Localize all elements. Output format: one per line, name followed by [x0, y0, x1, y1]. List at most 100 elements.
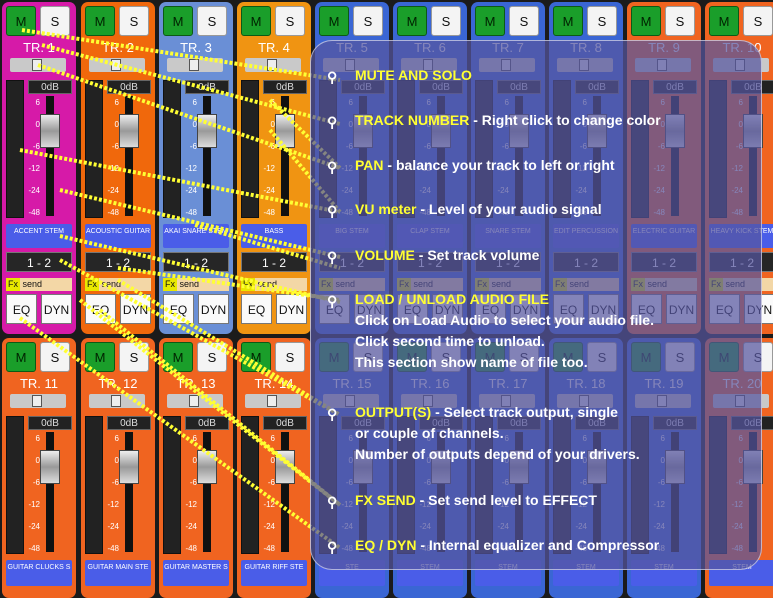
pan-slider[interactable] — [167, 394, 223, 408]
volume-fader[interactable] — [197, 450, 217, 484]
pan-knob[interactable] — [111, 395, 121, 407]
track-number[interactable]: TR. 1 — [23, 40, 55, 55]
scale-tick-label: -12 — [185, 500, 197, 509]
mute-button[interactable]: M — [241, 6, 271, 36]
pan-knob[interactable] — [267, 59, 277, 71]
scale-tick-label: 6 — [35, 434, 40, 443]
mute-button[interactable]: M — [163, 6, 193, 36]
pan-knob[interactable] — [189, 395, 199, 407]
help-desc: - Set send level to EFFECT — [415, 492, 597, 508]
load-audio-button[interactable]: GUITAR MAIN STE — [85, 560, 151, 586]
solo-button[interactable]: S — [353, 6, 383, 36]
mute-button[interactable]: M — [709, 6, 739, 36]
dyn-button[interactable]: DYN — [276, 294, 307, 324]
help-title: PAN — [355, 157, 384, 173]
output-select[interactable]: 1 - 2 — [85, 252, 151, 272]
fx-send-slider[interactable]: Fx send — [6, 278, 72, 291]
eq-button[interactable]: EQ — [85, 294, 116, 324]
pin-icon: ⚲ — [327, 539, 338, 555]
pan-slider[interactable] — [10, 394, 66, 408]
solo-button[interactable]: S — [40, 342, 70, 372]
help-title: FX SEND — [355, 492, 416, 508]
dyn-button[interactable]: DYN — [41, 294, 72, 324]
help-item: ⚲VU meter - Level of your audio signal — [327, 199, 602, 220]
dyn-button[interactable]: DYN — [198, 294, 229, 324]
mute-button[interactable]: M — [6, 6, 36, 36]
volume-fader[interactable] — [119, 450, 139, 484]
pin-icon: ⚲ — [327, 69, 338, 85]
solo-button[interactable]: S — [665, 6, 695, 36]
dyn-button[interactable]: DYN — [120, 294, 151, 324]
fx-send-label: send — [177, 279, 200, 289]
mute-button[interactable]: M — [397, 6, 427, 36]
scale-tick-label: -6 — [111, 142, 119, 151]
pan-knob[interactable] — [32, 59, 42, 71]
scale-tick-label: -6 — [111, 478, 119, 487]
track-number[interactable]: TR. 4 — [258, 40, 290, 55]
db-readout: 0dB — [185, 416, 229, 430]
output-select[interactable]: 1 - 2 — [6, 252, 72, 272]
callout-lines — [18, 28, 342, 550]
volume-fader[interactable] — [119, 114, 139, 148]
scale-tick-label: -6 — [189, 478, 197, 487]
track-number[interactable]: TR. 3 — [180, 40, 212, 55]
pin-icon: ⚲ — [327, 406, 338, 422]
pan-slider[interactable] — [245, 394, 301, 408]
scale-tick-label: -24 — [107, 522, 119, 531]
volume-track — [125, 96, 133, 216]
track-number[interactable]: TR. 14 — [254, 376, 294, 391]
mute-button[interactable]: M — [6, 342, 36, 372]
callout-line — [78, 298, 342, 507]
volume-fader[interactable] — [40, 450, 60, 484]
mute-button[interactable]: M — [319, 6, 349, 36]
pan-knob[interactable] — [267, 395, 277, 407]
load-audio-button[interactable]: GUITAR RIFF STE — [241, 560, 307, 586]
solo-button[interactable]: S — [119, 6, 149, 36]
pan-knob[interactable] — [32, 395, 42, 407]
volume-track — [203, 96, 211, 216]
mute-button[interactable]: M — [553, 6, 583, 36]
help-item: ⚲EQ / DYN - Internal equalizer and Compr… — [327, 535, 659, 556]
mute-button[interactable]: M — [631, 6, 661, 36]
scale-tick-label: -6 — [189, 142, 197, 151]
vu-meter — [6, 80, 24, 218]
help-title: TRACK NUMBER — [355, 112, 470, 128]
eq-button[interactable]: EQ — [241, 294, 272, 324]
scale-tick-label: -48 — [107, 544, 119, 553]
output-select[interactable]: 1 - 2 — [163, 252, 229, 272]
callout-line — [116, 278, 342, 417]
mute-button[interactable]: M — [85, 6, 115, 36]
solo-button[interactable]: S — [197, 6, 227, 36]
load-audio-button[interactable]: GUITAR MASTER S — [163, 560, 229, 586]
track-number[interactable]: TR. 11 — [19, 376, 59, 391]
track-number[interactable]: TR. 2 — [102, 40, 134, 55]
pan-slider[interactable] — [10, 58, 66, 72]
solo-button[interactable]: S — [509, 6, 539, 36]
scale-tick-label: -48 — [185, 208, 197, 217]
solo-button[interactable]: S — [40, 6, 70, 36]
mute-button[interactable]: M — [475, 6, 505, 36]
volume-fader[interactable] — [40, 114, 60, 148]
output-select[interactable]: 1 - 2 — [241, 252, 307, 272]
db-readout: 0dB — [263, 416, 307, 430]
callout-line — [117, 266, 341, 302]
pan-knob[interactable] — [189, 59, 199, 71]
solo-button[interactable]: S — [275, 6, 305, 36]
scale-tick-label: -24 — [28, 186, 40, 195]
volume-track — [281, 432, 289, 552]
volume-fader[interactable] — [197, 114, 217, 148]
solo-button[interactable]: S — [587, 6, 617, 36]
scale-tick-label: 0 — [114, 120, 119, 129]
solo-button[interactable]: S — [275, 342, 305, 372]
scale-tick-label: 6 — [192, 98, 197, 107]
pan-slider[interactable] — [167, 58, 223, 72]
solo-button[interactable]: S — [431, 6, 461, 36]
scale-tick-label: 6 — [114, 434, 119, 443]
load-audio-button[interactable]: GUITAR CLUCKS S — [6, 560, 72, 586]
